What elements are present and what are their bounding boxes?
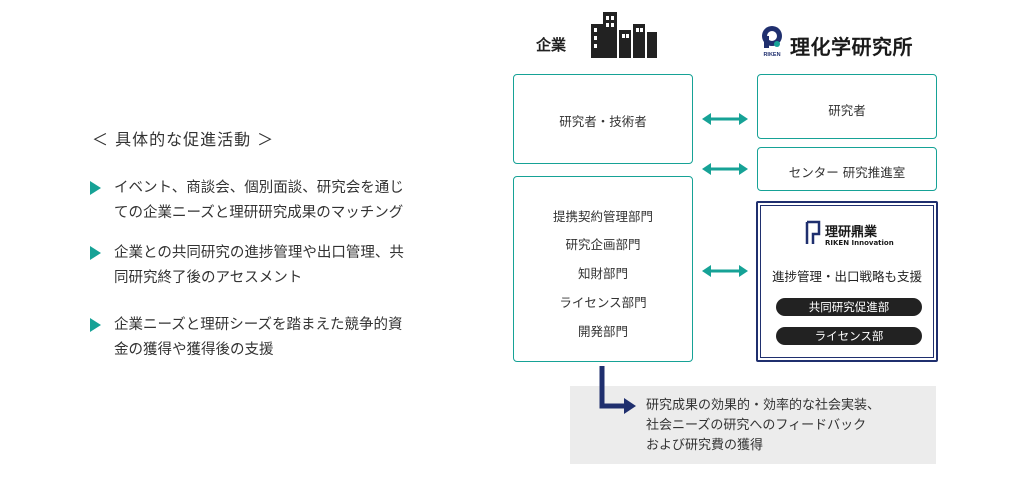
riken-innovation-box: 理研鼎業 RIKEN Innovation 進捗管理・出口戦略も支援 共同研究促… <box>756 201 938 362</box>
department-label: 研究企画部門 <box>565 237 641 252</box>
bullet-line: ての企業ニーズと理研研究成果のマッチング <box>114 205 404 221</box>
riken-center-label: センター 研究推進室 <box>788 165 906 180</box>
riken-innovation-sub: RIKEN Innovation <box>825 239 894 247</box>
company-researchers-box: 研究者・技術者 <box>513 74 693 164</box>
double-arrow-icon <box>702 163 748 175</box>
pill-joint-research: 共同研究促進部 <box>776 298 922 316</box>
department-label: 知財部門 <box>577 266 628 281</box>
double-arrow-icon <box>702 113 748 125</box>
building-icon <box>591 12 657 58</box>
riken-innovation-name: 理研鼎業 <box>825 225 878 240</box>
department-label: 開発部門 <box>577 324 628 339</box>
triangle-bullet-icon <box>90 246 101 260</box>
company-label: 企業 <box>536 36 567 54</box>
riken-researchers-box: 研究者 <box>757 74 937 139</box>
result-line: 研究成果の効果的・効率的な社会実装、 <box>646 398 881 413</box>
company-researchers-label: 研究者・技術者 <box>559 114 647 129</box>
result-line: 社会ニーズの研究へのフィードバック <box>646 418 867 433</box>
triangle-bullet-icon <box>90 318 101 332</box>
result-line: および研究費の獲得 <box>646 438 764 453</box>
bullet-line: 金の獲得や獲得後の支援 <box>114 342 274 358</box>
double-arrow-icon <box>702 265 748 277</box>
riken-innovation-logo-icon <box>805 220 821 244</box>
bullet-line: 企業との共同研究の進捗管理や出口管理、共 <box>114 245 404 261</box>
innovation-support-text: 進捗管理・出口戦略も支援 <box>771 269 922 284</box>
riken-name: 理化学研究所 <box>790 35 913 59</box>
company-departments-box: 提携契約管理部門 研究企画部門 知財部門 ライセンス部門 開発部門 <box>513 176 693 362</box>
activities-heading: ＜ 具体的な促進活動 ＞ <box>92 130 275 149</box>
department-label: 提携契約管理部門 <box>552 209 653 224</box>
elbow-arrow-icon <box>599 366 636 414</box>
bullet-line: 同研究終了後のアセスメント <box>114 270 303 286</box>
bullet-line: イベント、商談会、個別面談、研究会を通じ <box>114 180 404 196</box>
triangle-bullet-icon <box>90 181 101 195</box>
department-label: ライセンス部門 <box>559 295 647 310</box>
bullet-line: 企業ニーズと理研シーズを踏まえた競争的資 <box>114 317 403 333</box>
riken-logo-icon: RIKEN <box>762 26 782 58</box>
svg-text:RIKEN: RIKEN <box>763 52 780 58</box>
riken-center-box: センター 研究推進室 <box>757 147 937 191</box>
pill-license: ライセンス部 <box>776 327 922 345</box>
result-box: 研究成果の効果的・効率的な社会実装、 社会ニーズの研究へのフィードバック および… <box>570 386 936 464</box>
riken-researchers-label: 研究者 <box>828 103 866 118</box>
